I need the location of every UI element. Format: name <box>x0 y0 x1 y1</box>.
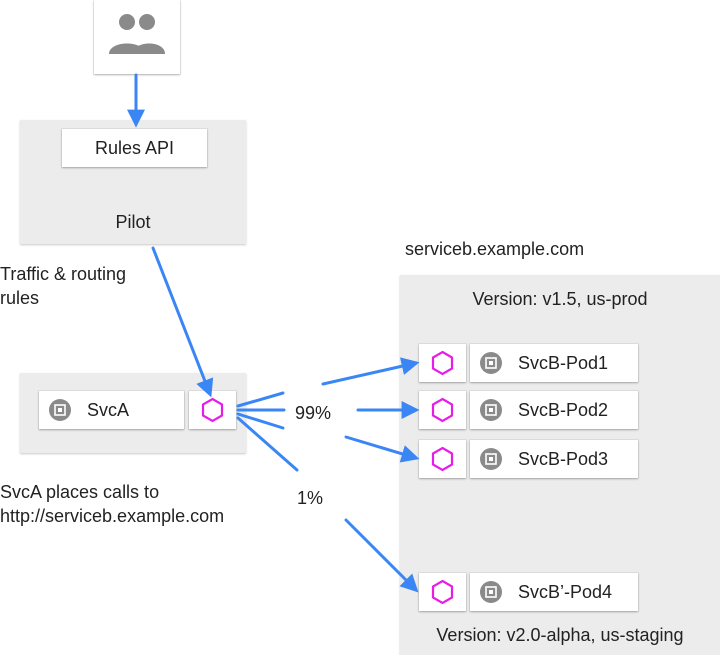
chip-icon <box>49 399 71 421</box>
calls-note-line2: http://serviceb.example.com <box>0 506 225 526</box>
chip-icon <box>480 448 502 470</box>
pod4-label: SvcB’-Pod4 <box>518 582 613 602</box>
pod2-label: SvcB-Pod2 <box>518 400 609 420</box>
hexagon-icon <box>431 397 454 423</box>
rules-api-box: Rules API <box>62 129 207 167</box>
pod3-label: SvcB-Pod3 <box>518 449 609 469</box>
calls-note-line1: SvcA places calls to <box>0 482 160 502</box>
pod1-proxy-box <box>419 344 466 382</box>
serviceb-v2-label: Version: v2.0-alpha, us-staging <box>436 625 684 645</box>
traffic-note-line2: rules <box>0 288 40 308</box>
arrow-to-pod1 <box>321 357 420 386</box>
pod4-proxy-box <box>419 573 466 611</box>
pod1-box: SvcB-Pod1 <box>470 344 638 382</box>
pod3-box: SvcB-Pod3 <box>470 440 638 478</box>
arrow-to-pod3 <box>344 435 420 463</box>
pod2-proxy-box <box>419 391 466 429</box>
svca-pod-label: SvcA <box>87 400 130 420</box>
pod3-proxy-box <box>419 440 466 478</box>
chip-icon <box>480 581 502 603</box>
hexagon-icon <box>431 579 454 605</box>
chip-icon <box>480 352 502 374</box>
split-major-label: 99% <box>295 403 332 423</box>
chip-icon <box>480 399 502 421</box>
hexagon-icon <box>201 397 224 423</box>
hexagon-icon <box>431 446 454 472</box>
hexagon-icon <box>431 350 454 376</box>
rules-api-label: Rules API <box>94 138 175 158</box>
arrow-split-pod1-left <box>236 391 285 408</box>
arrow-split-pod3-left <box>236 412 285 430</box>
arrow-pilot-to-proxy <box>151 246 214 398</box>
pod4-box: SvcB’-Pod4 <box>470 573 638 611</box>
users-box <box>94 0 180 74</box>
arrow-to-pod4 <box>344 518 419 593</box>
pod1-label: SvcB-Pod1 <box>518 353 609 373</box>
svca-pod-box: SvcA <box>39 391 184 429</box>
traffic-note-line1: Traffic & routing <box>0 264 127 284</box>
pod2-box: SvcB-Pod2 <box>470 391 638 429</box>
serviceb-domain: serviceb.example.com <box>405 239 585 259</box>
group-icon <box>109 14 165 54</box>
split-minor-label: 1% <box>297 488 324 508</box>
serviceb-v1-label: Version: v1.5, us-prod <box>472 289 648 309</box>
arrow-split-pod4-left <box>236 416 299 472</box>
pilot-title: Pilot <box>115 212 151 232</box>
